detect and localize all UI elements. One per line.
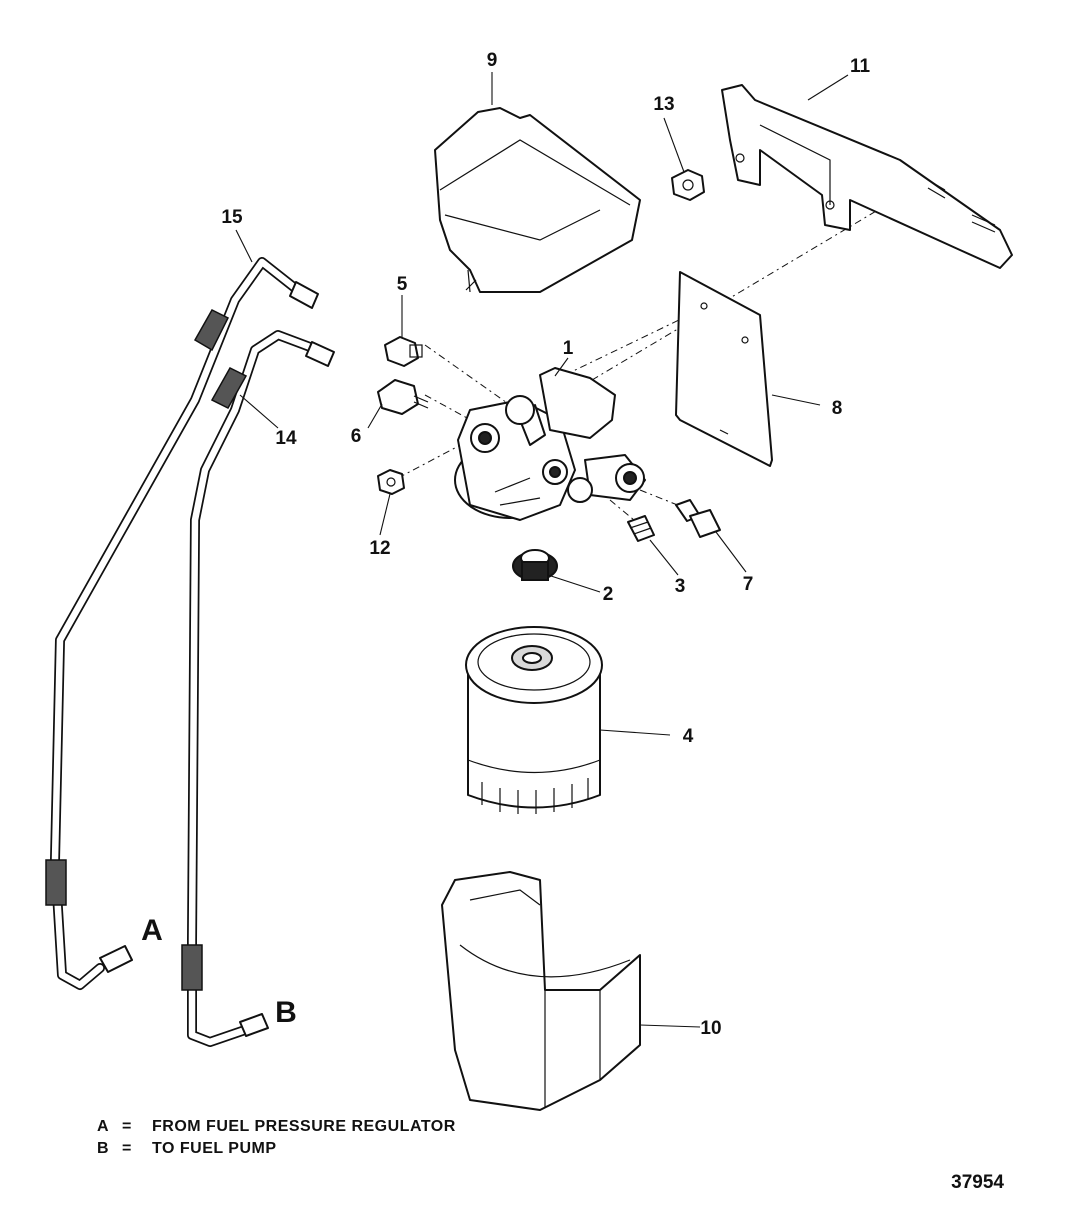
legend-b-text: TO FUEL PUMP [152,1140,277,1157]
part-1-filter-head [454,367,646,521]
line-end-a-label: A [141,914,163,947]
callout-6: 6 [351,426,362,447]
callout-4: 4 [683,726,694,747]
part-10-lower-cover [441,871,641,1111]
line-end-b-label: B [275,996,297,1029]
callout-labels: 9 11 13 15 5 1 8 14 6 12 2 3 7 4 10 [221,50,870,1039]
part-4-filter-canister [465,626,603,814]
part-13-nut [671,169,705,201]
part-7-bolt [675,499,721,538]
line-end-labels: A B [141,914,297,1029]
part-11-bracket [721,84,1013,269]
figure-number: 37954 [951,1172,1004,1193]
callout-10: 10 [700,1018,721,1039]
part-6-fitting [377,379,429,415]
part-12-nut [377,469,405,495]
callout-2: 2 [603,584,614,605]
callout-1: 1 [563,338,574,359]
part-15-fuel-line-a [45,257,319,990]
callout-11: 11 [850,56,871,77]
part-2-adapter [512,549,558,581]
callout-7: 7 [743,574,754,595]
callout-9: 9 [487,50,498,71]
part-5-fitting [384,336,423,367]
legend-b-key: B [97,1140,109,1157]
callout-12: 12 [369,538,390,559]
legend: A = FROM FUEL PRESSURE REGULATOR B = TO … [97,1118,456,1157]
legend-a-key: A [97,1118,109,1135]
leader-lines [235,72,849,1028]
legend-a-text: FROM FUEL PRESSURE REGULATOR [152,1118,456,1135]
part-9-upper-cover [434,107,641,293]
legend-a-equals: = [122,1118,132,1135]
callout-13: 13 [653,94,674,115]
callout-8: 8 [832,398,843,419]
callout-14: 14 [275,428,297,449]
legend-b-equals: = [122,1140,132,1157]
part-3-plug [627,515,655,542]
callout-5: 5 [397,274,408,295]
callout-3: 3 [675,576,686,597]
part-8-plate [675,271,773,467]
callout-15: 15 [221,207,243,228]
part-14-fuel-line-b [181,330,335,1047]
